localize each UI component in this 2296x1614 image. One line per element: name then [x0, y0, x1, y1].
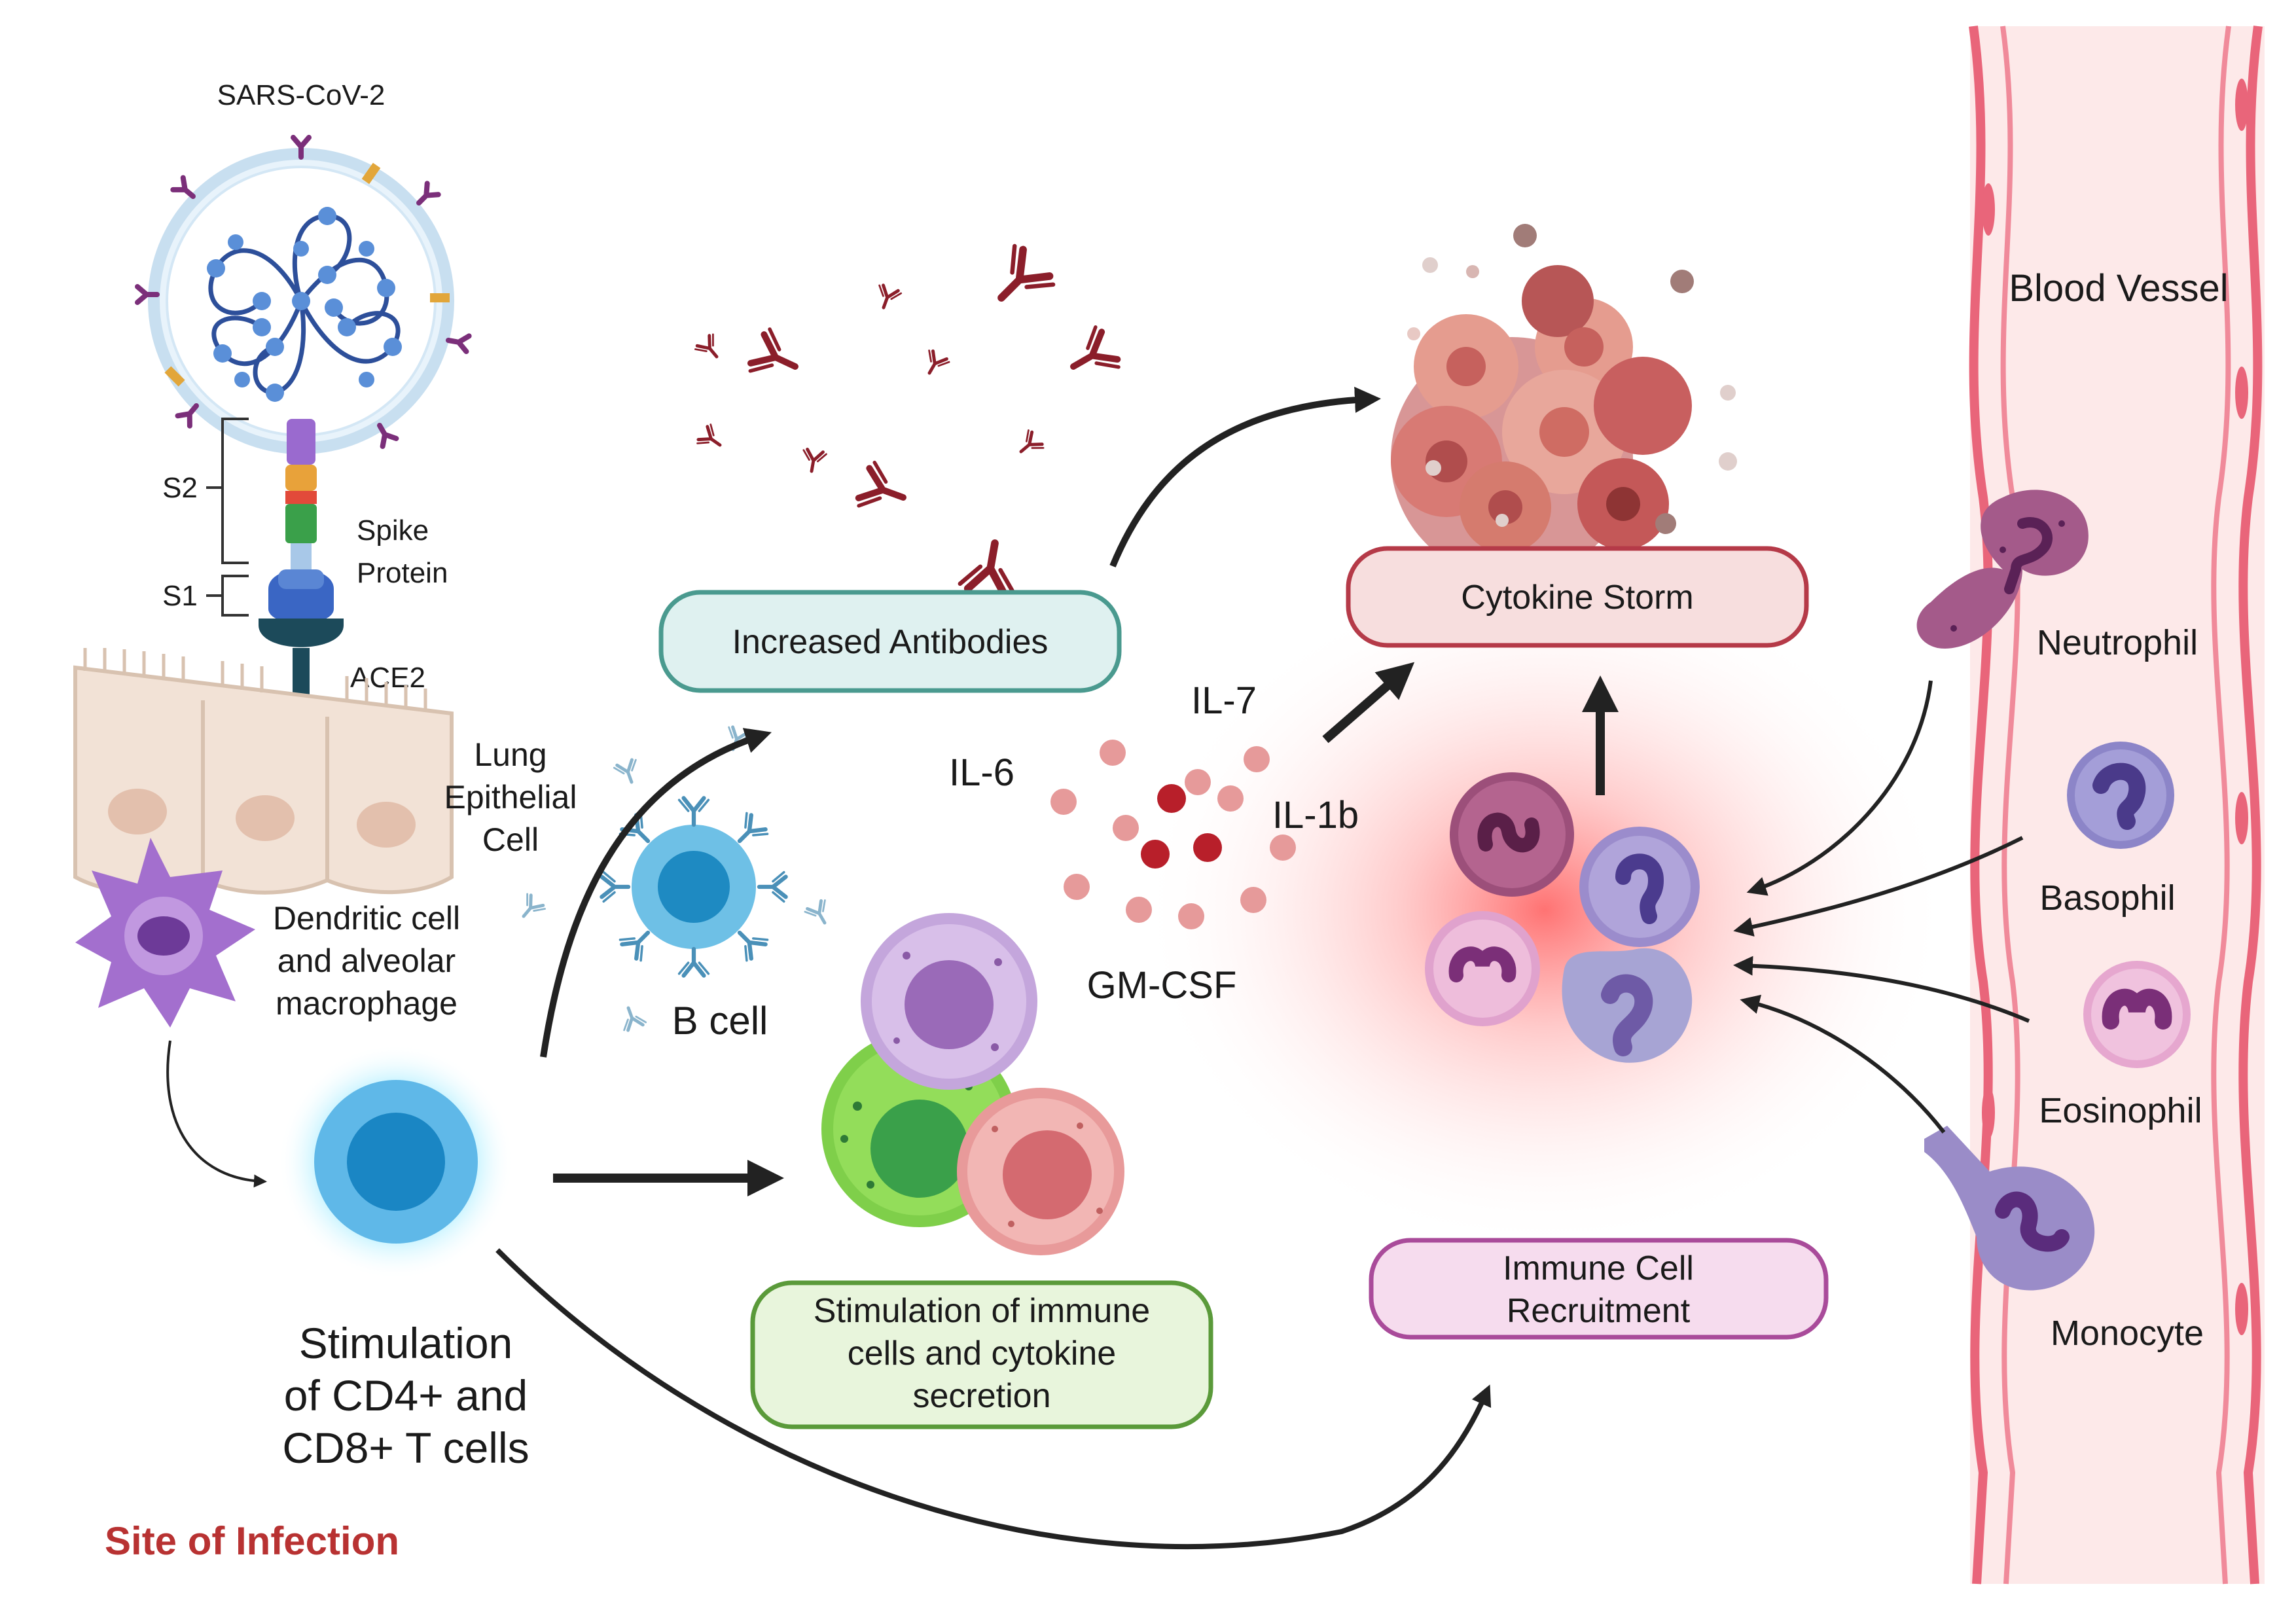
- dendritic-label-line2: and alveolar: [278, 942, 456, 979]
- antibody-cluster-icons: [694, 243, 1121, 596]
- t-cell-icon: [278, 1044, 514, 1280]
- lung-label-line3: Cell: [482, 821, 539, 858]
- tcell-label-line3: CD8+ T cells: [282, 1424, 529, 1472]
- stimulation-label-line2: cells and cytokine: [848, 1335, 1116, 1372]
- inflammation-glow: [1139, 569, 1950, 1250]
- recruitment-label-line2: Recruitment: [1507, 1292, 1691, 1330]
- increased-antibodies-label: Increased Antibodies: [732, 623, 1049, 661]
- arrow-tcell-to-recruitment: [495, 1248, 1492, 1550]
- stimulation-box: Stimulation of immune cells and cytokine…: [750, 1280, 1213, 1429]
- tcell-label-line2: of CD4+ and: [284, 1371, 528, 1420]
- spike-bracket: [206, 418, 249, 617]
- spike-label-line1: Spike: [357, 514, 429, 547]
- spike-label-line2: Protein: [357, 557, 448, 589]
- neutrophil-label: Neutrophil: [2037, 623, 2198, 662]
- virus-title: SARS-CoV-2: [217, 79, 386, 111]
- cytokine-storm-box: Cytokine Storm: [1346, 546, 1809, 648]
- eosinophil-label: Eosinophil: [2039, 1091, 2202, 1130]
- stimulated-immune-cells-icon: [821, 913, 1124, 1255]
- dendritic-label-line3: macrophage: [276, 985, 457, 1022]
- cytokine-particles: [1050, 740, 1296, 929]
- spike-protein-icon: [268, 419, 334, 624]
- dendritic-cell-icon: [75, 838, 255, 1028]
- bcell-label: B cell: [672, 999, 768, 1043]
- arrow-cytokines-to-storm: [1322, 662, 1415, 744]
- recruited-immune-cells-icon: [1425, 772, 1700, 1063]
- b-cell-icon: [601, 798, 785, 975]
- site-of-infection-label: Site of Infection: [105, 1519, 399, 1563]
- basophil-icon: [2067, 742, 2174, 849]
- stimulation-label-line1: Stimulation of immune: [814, 1292, 1150, 1330]
- il7-label: IL-7: [1191, 679, 1257, 722]
- monocyte-icon: [1924, 1126, 2095, 1291]
- basophil-label: Basophil: [2039, 878, 2175, 918]
- dendritic-label-line1: Dendritic cell: [273, 900, 460, 937]
- recruitment-arrows: [1733, 680, 2030, 1134]
- virus-icon: [137, 137, 469, 454]
- cytokine-storm-label: Cytokine Storm: [1461, 579, 1693, 617]
- tcell-label-line1: Stimulation: [299, 1319, 513, 1367]
- il6-label: IL-6: [949, 751, 1014, 794]
- increased-antibodies-box: Increased Antibodies: [658, 590, 1122, 693]
- neutrophil-icon: [1916, 490, 2089, 649]
- il1b-label: IL-1b: [1272, 794, 1359, 836]
- immune-recruitment-box: Immune Cell Recruitment: [1369, 1238, 1829, 1340]
- lung-label-line2: Epithelial: [444, 779, 577, 816]
- recruitment-label-line1: Immune Cell: [1503, 1249, 1694, 1287]
- gmcsf-label: GM-CSF: [1087, 964, 1237, 1007]
- blood-vessel-title: Blood Vessel: [2009, 267, 2228, 310]
- cytokine-storm-cluster-icon: [1391, 224, 1737, 579]
- lung-epithelium-icon: [73, 648, 454, 895]
- s2-label: S2: [162, 472, 198, 504]
- arrow-antibodies-to-storm: [1109, 386, 1381, 567]
- lung-label-line1: Lung: [474, 736, 547, 773]
- arrow-tcell-to-antibodies: [540, 728, 772, 1058]
- eosinophil-icon: [2083, 961, 2191, 1068]
- stimulation-label-line3: secretion: [913, 1377, 1051, 1415]
- s1-label: S1: [162, 580, 198, 612]
- arrow-dendritic-to-tcell: [166, 1040, 267, 1188]
- monocyte-label: Monocyte: [2051, 1314, 2204, 1353]
